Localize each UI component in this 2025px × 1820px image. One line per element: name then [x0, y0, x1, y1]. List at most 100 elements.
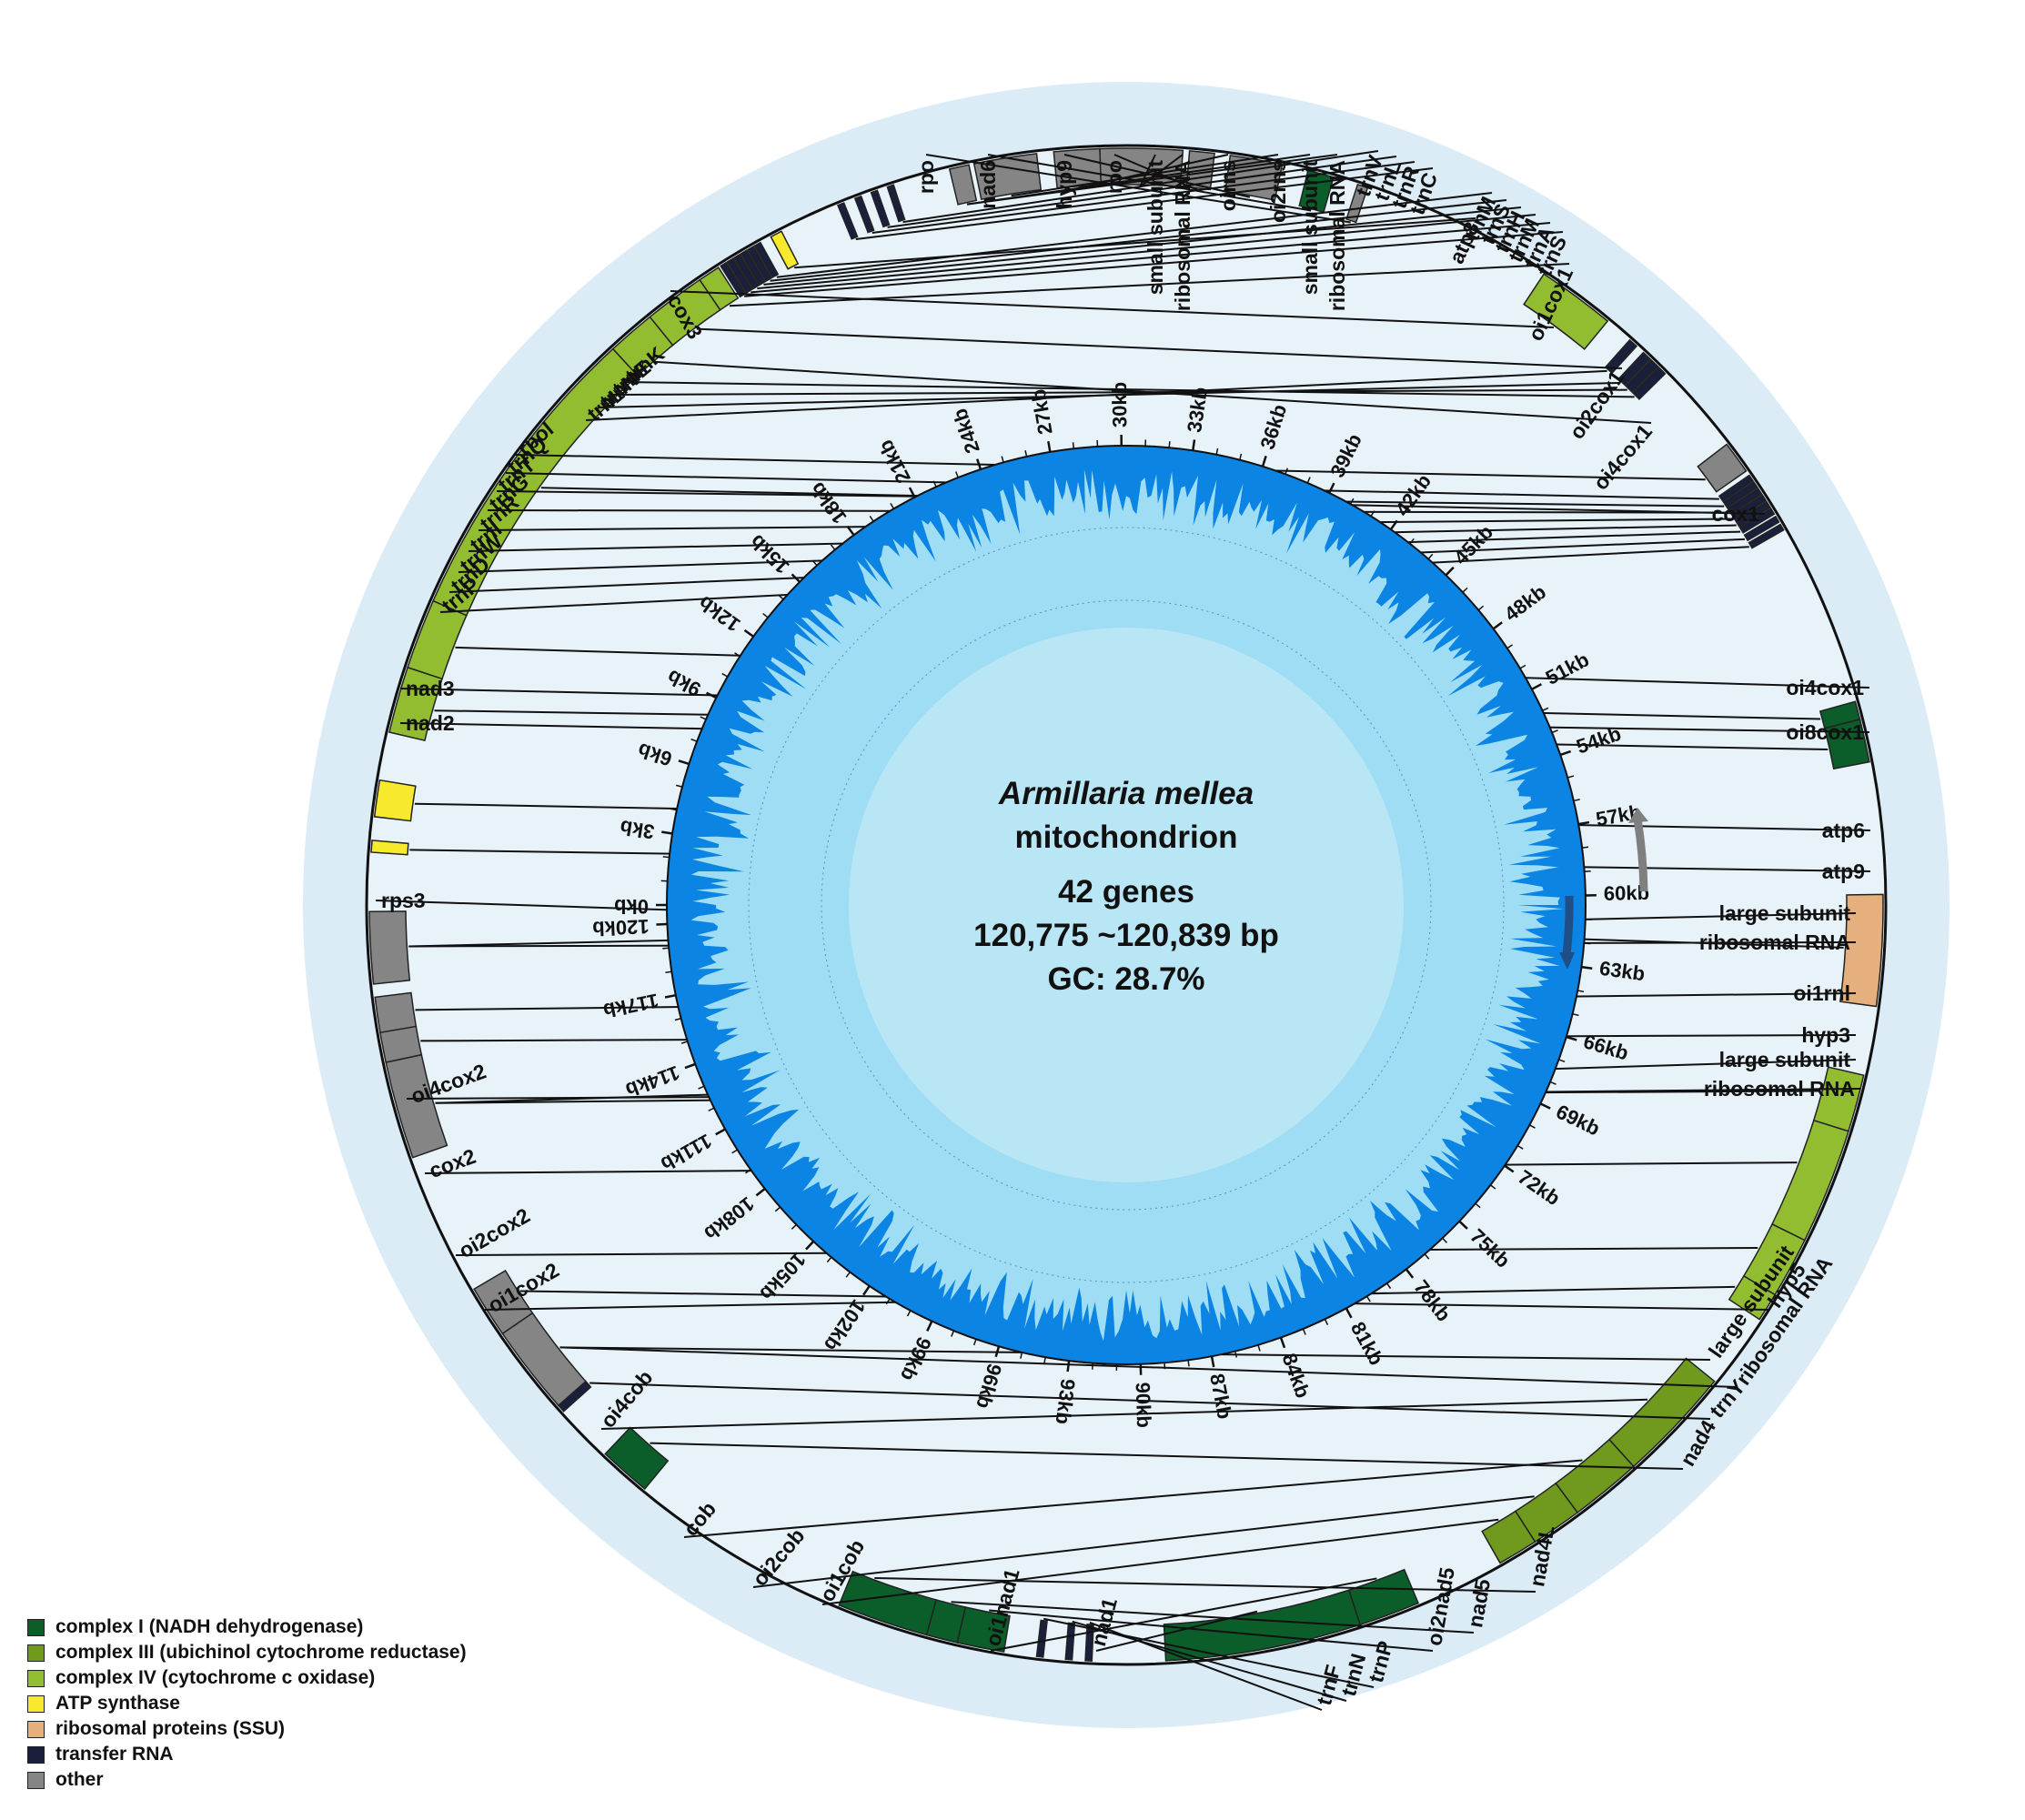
gene-block-trnc-56 [836, 202, 859, 240]
gene-block-trna-50 [726, 257, 753, 294]
kb-tick [791, 1223, 797, 1230]
gene-label-ribosomal-rna: ribosomal RNA [1704, 1077, 1855, 1101]
kb-tick [791, 573, 801, 583]
kb-tick [1504, 1164, 1515, 1173]
legend-item-ribosomal_proteins: ribosomal proteins (SSU) [27, 1716, 467, 1742]
gene-block-trnh-52 [740, 249, 766, 287]
gene-block-trnp-29 [1035, 1619, 1048, 1658]
kb-ticks [656, 435, 1597, 1375]
gene-label-oi4cox1: oi4cox1 [1786, 676, 1864, 699]
kb-tick [1306, 477, 1311, 484]
kb-tick [1519, 664, 1526, 669]
kb-tick [1577, 990, 1585, 993]
kb-tick [665, 970, 672, 974]
kb-label-3kb: 3kb [619, 816, 656, 844]
kb-tick [698, 1085, 705, 1090]
gene-block-nad4l-32 [838, 1570, 937, 1636]
legend-swatch [27, 1669, 45, 1687]
kb-tick [906, 1310, 912, 1317]
gene-block-cox3-0 [1523, 273, 1609, 350]
gene-block-rpol-5 [1697, 443, 1748, 493]
leader-line [589, 1382, 1711, 1420]
kb-tick [1581, 965, 1593, 970]
kb-tick [805, 1240, 815, 1251]
leader-line [874, 1576, 1536, 1593]
kb-label-30kb: 30kb [1108, 382, 1132, 427]
kb-tick [1559, 749, 1572, 757]
kb-tick [1566, 1035, 1577, 1041]
leader-line [987, 154, 1312, 212]
kb-tick [700, 716, 707, 720]
leader-line [696, 327, 1623, 369]
gene-block-trnr-57 [853, 195, 875, 234]
kb-tick [1389, 519, 1398, 530]
leader-line [855, 167, 1434, 241]
kb-label-93kb: 93kb [1052, 1378, 1080, 1426]
legend-item-complex4: complex IV (cytochrome c oxidase) [27, 1665, 467, 1691]
legend-swatch [27, 1771, 45, 1789]
kb-tick [1234, 1351, 1238, 1358]
kb-tick [706, 691, 717, 699]
leader-line [1063, 154, 1251, 198]
leader-line [770, 199, 1507, 282]
legend-item-trna: transfer RNA [27, 1742, 467, 1767]
leader-line [1113, 154, 1198, 191]
kb-tick [926, 1321, 933, 1332]
center-disc [849, 628, 1404, 1182]
kb-tick [1542, 707, 1549, 711]
legend-label: other [55, 1769, 104, 1790]
legend-swatch [27, 1644, 45, 1662]
kb-tick [1549, 1081, 1557, 1085]
kb-tick [1427, 553, 1434, 560]
gene-label-ribosomal-rna: ribosomal RNA [1325, 160, 1349, 311]
kb-tick [1043, 1356, 1046, 1364]
gene-label-rpo: rpo [914, 160, 938, 194]
leader-line [757, 214, 1536, 290]
gene-block-trnm-51 [732, 253, 760, 290]
legend-swatch [27, 1745, 45, 1764]
gc-content: GC: 28.7% [1047, 961, 1204, 997]
kb-tick [715, 1128, 726, 1136]
gene-block-trnv-59 [886, 184, 906, 223]
kb-tick [869, 516, 874, 522]
kb-tick [1489, 1184, 1496, 1190]
kb-tick [890, 503, 895, 509]
gc-guide-inner [821, 599, 1432, 1211]
gene-block-oi1cob-24 [1481, 1510, 1536, 1564]
kb-tick [1215, 447, 1219, 455]
gene-block-nad1-26 [1163, 1589, 1362, 1662]
kb-tick [1345, 1307, 1353, 1319]
kb-tick [975, 458, 982, 470]
kb-label-120kb: 120kb [592, 915, 650, 940]
strand-arrow-reverse-head [1559, 952, 1575, 970]
kb-tick [1516, 1144, 1524, 1150]
kb-tick [676, 784, 683, 788]
strand-arrow-forward-head [1628, 808, 1648, 823]
gene-block-large-subunit-ribosomal-rna-40 [368, 910, 411, 985]
leader-line [951, 1601, 1475, 1634]
kb-tick [678, 759, 690, 766]
leader-line [794, 217, 1476, 269]
leader-line [670, 290, 1554, 328]
leader-line [925, 154, 1351, 224]
kb-tick [846, 525, 855, 537]
leader-line [585, 369, 1607, 421]
kb-tick [845, 1272, 851, 1278]
gene-label-nad3: nad3 [406, 677, 455, 700]
kb-tick [1020, 1352, 1023, 1359]
gene-label-nad6: nad6 [976, 160, 1000, 209]
kb-tick [1239, 453, 1243, 460]
leader-line [887, 156, 1397, 228]
gene-block-trnn-3 [1617, 351, 1651, 387]
gene-block-trnq-6 [1718, 474, 1754, 503]
leader-line [623, 381, 1635, 398]
gene-label-small-subunit: small subunit [1143, 160, 1167, 296]
leader-line [989, 1609, 1434, 1652]
kb-tick [1558, 1059, 1566, 1063]
kb-tick [1365, 1295, 1371, 1302]
kb-tick [1458, 1220, 1468, 1230]
kb-tick [664, 993, 677, 999]
legend-swatch [27, 1618, 45, 1636]
kb-label-0kb: 0kb [614, 895, 649, 918]
kb-tick [731, 1149, 739, 1154]
